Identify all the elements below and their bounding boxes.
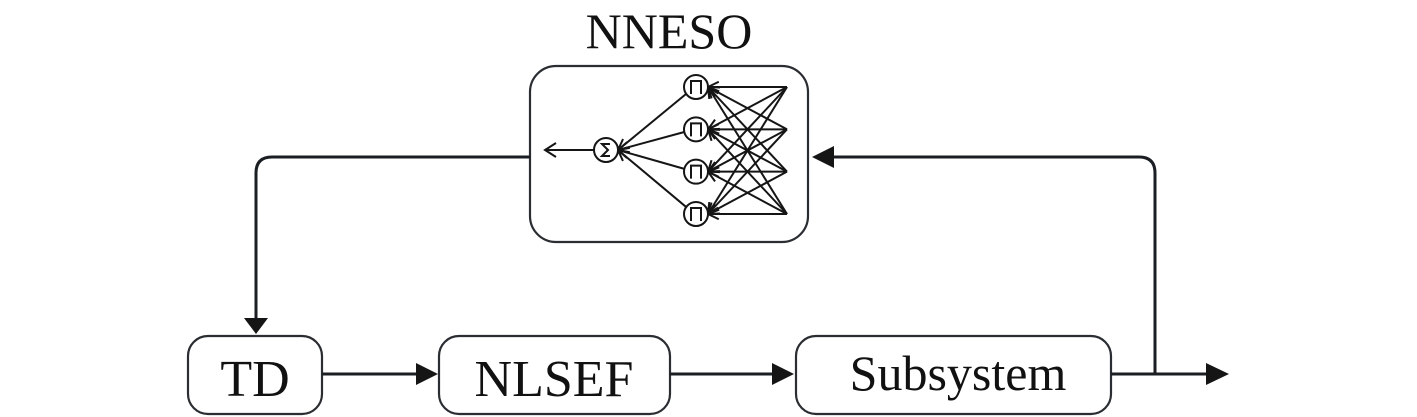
nn-weight-line — [707, 86, 788, 173]
feedback-wire-to-td — [254, 155, 530, 322]
subsystem-block[interactable]: Subsystem — [794, 334, 1113, 416]
nlsef-input-arrowhead — [416, 363, 438, 385]
hidden-neuron — [683, 74, 709, 100]
hidden-neuron — [683, 201, 709, 227]
output-arrowhead — [1206, 363, 1229, 385]
nlsef-label: NLSEF — [475, 351, 634, 408]
hidden-neuron — [683, 116, 709, 143]
nn-output-arrowhead-left — [543, 142, 557, 158]
td-block[interactable]: TD — [186, 334, 324, 416]
hidden-neuron — [683, 158, 709, 185]
subsystem-label: Subsystem — [850, 345, 1067, 401]
neural-network-icon — [543, 74, 788, 227]
td-input-arrowhead — [244, 318, 268, 334]
sum-node — [593, 137, 619, 163]
nneso-block[interactable] — [528, 64, 810, 244]
nneso-title: NNESO — [586, 3, 753, 59]
step-function-icon — [690, 207, 702, 221]
nn-weight-line — [707, 86, 788, 215]
nn-weight-line — [707, 128, 788, 215]
nneso-input-arrowhead — [812, 146, 834, 168]
nlsef-block[interactable]: NLSEF — [437, 334, 672, 416]
nneso-box — [528, 64, 810, 244]
nn-output-line — [617, 149, 687, 208]
step-function-icon — [690, 80, 702, 94]
feedback-wire-from-subsystem — [830, 155, 1157, 374]
subsystem-input-arrowhead — [772, 363, 794, 385]
step-function-icon — [690, 122, 702, 137]
nn-weight-line — [707, 86, 788, 131]
nn-weight-line — [707, 170, 788, 215]
sigma-icon — [599, 143, 610, 157]
nn-output-line — [617, 93, 687, 151]
step-function-icon — [690, 164, 702, 179]
nn-output-line — [617, 131, 685, 151]
td-label: TD — [220, 351, 289, 408]
